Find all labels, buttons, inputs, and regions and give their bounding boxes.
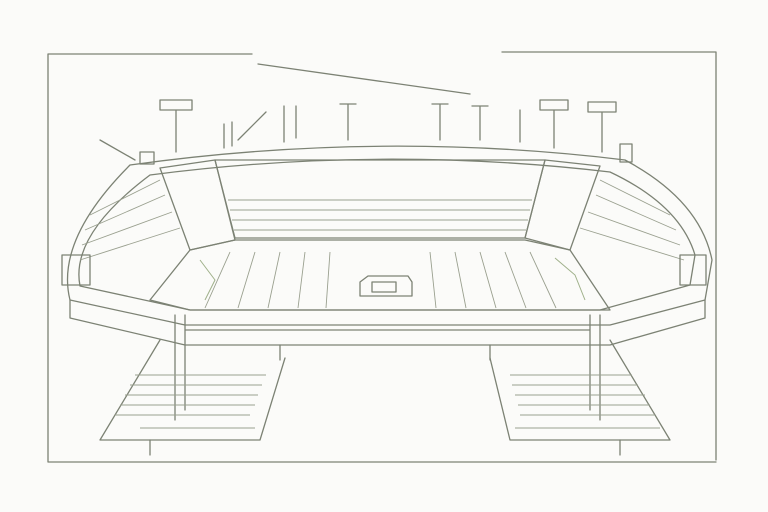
stands [61, 159, 707, 286]
field [149, 239, 611, 311]
front-structure [99, 314, 671, 456]
stadium-outer-rim [66, 145, 713, 346]
frame [47, 51, 717, 463]
light-towers [139, 99, 633, 165]
